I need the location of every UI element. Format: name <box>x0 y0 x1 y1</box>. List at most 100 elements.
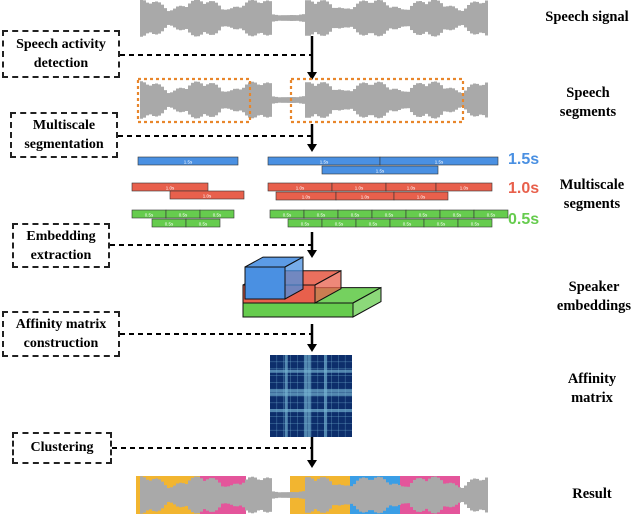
segment-bar: 0.5s <box>287 218 323 228</box>
wave-bar <box>245 2 248 34</box>
wave-bar <box>374 82 377 118</box>
segment-bar: 1.0s <box>267 182 333 192</box>
wave-bar <box>479 3 482 33</box>
wave-bar <box>356 3 359 33</box>
wave-bar <box>476 83 479 117</box>
wave-bar <box>407 486 410 504</box>
wave-bar <box>257 84 260 116</box>
wave-bar <box>173 90 176 110</box>
wave-bar <box>140 81 143 119</box>
wave-bar <box>368 84 371 116</box>
wave-bar <box>431 81 434 119</box>
label-line: Speaker <box>568 279 620 295</box>
wave-bar <box>434 0 437 37</box>
wave-bar <box>377 0 380 37</box>
segment-text: 0.5s <box>351 212 360 217</box>
wave-bar <box>305 0 308 36</box>
scale-label-1-5s: 1.5s <box>508 151 540 168</box>
wave-bar <box>419 1 422 35</box>
segment-text: 0.5s <box>335 221 344 226</box>
wave-bar <box>212 1 215 35</box>
wave-bar <box>398 90 401 110</box>
segment-bar: 1.0s <box>275 191 337 201</box>
wave-bar <box>320 477 323 513</box>
segment-bar: 1.5s <box>267 156 381 166</box>
wave-bar <box>185 7 188 29</box>
wave-bar <box>317 1 320 35</box>
wave-bar <box>344 90 347 110</box>
wave-bar <box>230 8 233 28</box>
wave-bar <box>287 492 290 498</box>
wave-bar <box>401 91 404 109</box>
wave-bar <box>176 88 179 112</box>
segment-bar: 0.5s <box>389 218 425 228</box>
segment-text: 0.5s <box>385 212 394 217</box>
wave-bar <box>329 481 332 509</box>
wave-bar <box>218 87 221 113</box>
wave-bar <box>287 97 290 103</box>
wave-bar <box>194 0 197 37</box>
flow-arrow-head <box>307 460 317 468</box>
wave-bar <box>251 0 254 37</box>
label-result: Result <box>572 486 612 502</box>
segment-text: 0.5s <box>419 212 428 217</box>
wave-bar <box>338 484 341 506</box>
wave-bar <box>446 88 449 112</box>
wave-bar <box>188 85 191 115</box>
wave-bar <box>149 85 152 115</box>
wave-bar <box>479 85 482 115</box>
wave-bar <box>233 88 236 112</box>
wave-bar <box>164 8 167 28</box>
wave-bar <box>335 484 338 506</box>
wave-bar <box>350 9 353 27</box>
segment-rect <box>199 209 235 219</box>
wave-bar <box>395 483 398 507</box>
wave-bar <box>224 91 227 109</box>
wave-bar <box>371 2 374 34</box>
segment-bar: 1.0s <box>435 182 493 192</box>
wave-bar <box>455 485 458 505</box>
matrix-band <box>304 355 308 437</box>
wave-bar <box>437 82 440 118</box>
wave-bar <box>356 85 359 115</box>
segment-bar: 1.0s <box>335 191 395 201</box>
wave-bar <box>473 83 476 117</box>
wave-bar <box>206 479 209 511</box>
wave-bar <box>425 4 428 32</box>
segment-bar: 0.5s <box>151 218 187 228</box>
segment-text: 0.5s <box>283 212 292 217</box>
wave-bar <box>197 81 200 119</box>
wave-bar <box>485 0 488 36</box>
wave-bar <box>365 478 368 512</box>
segment-text: 0.5s <box>165 221 174 226</box>
wave-bar <box>380 82 383 118</box>
wave-bar <box>290 492 293 498</box>
wave-bar <box>236 483 239 507</box>
wave-bar <box>191 82 194 118</box>
wave-bar <box>404 91 407 109</box>
matrix-band <box>270 392 352 396</box>
segment-bar: 0.5s <box>457 218 493 228</box>
segment-bar: 0.5s <box>131 209 167 219</box>
wave-bar <box>320 82 323 118</box>
wave-bar <box>170 92 173 108</box>
wave-bar <box>335 89 338 111</box>
segment-text: 0.5s <box>453 212 462 217</box>
segment-bar: 1.0s <box>385 182 437 192</box>
wave-bar <box>470 84 473 116</box>
wave-bar <box>320 0 323 36</box>
wave-bar <box>149 3 152 33</box>
wave-bar <box>185 89 188 111</box>
wave-bar <box>458 487 461 503</box>
segment-rect <box>137 156 239 166</box>
box-front-face <box>242 302 354 318</box>
wave-bar <box>152 2 155 34</box>
wave-bar <box>218 482 221 508</box>
wave-bar <box>230 90 233 110</box>
wave-bar <box>245 84 248 116</box>
flow-arrow-head <box>307 250 317 258</box>
wave-bar <box>227 9 230 27</box>
wave-bar <box>467 4 470 32</box>
wave-bar <box>206 84 209 116</box>
